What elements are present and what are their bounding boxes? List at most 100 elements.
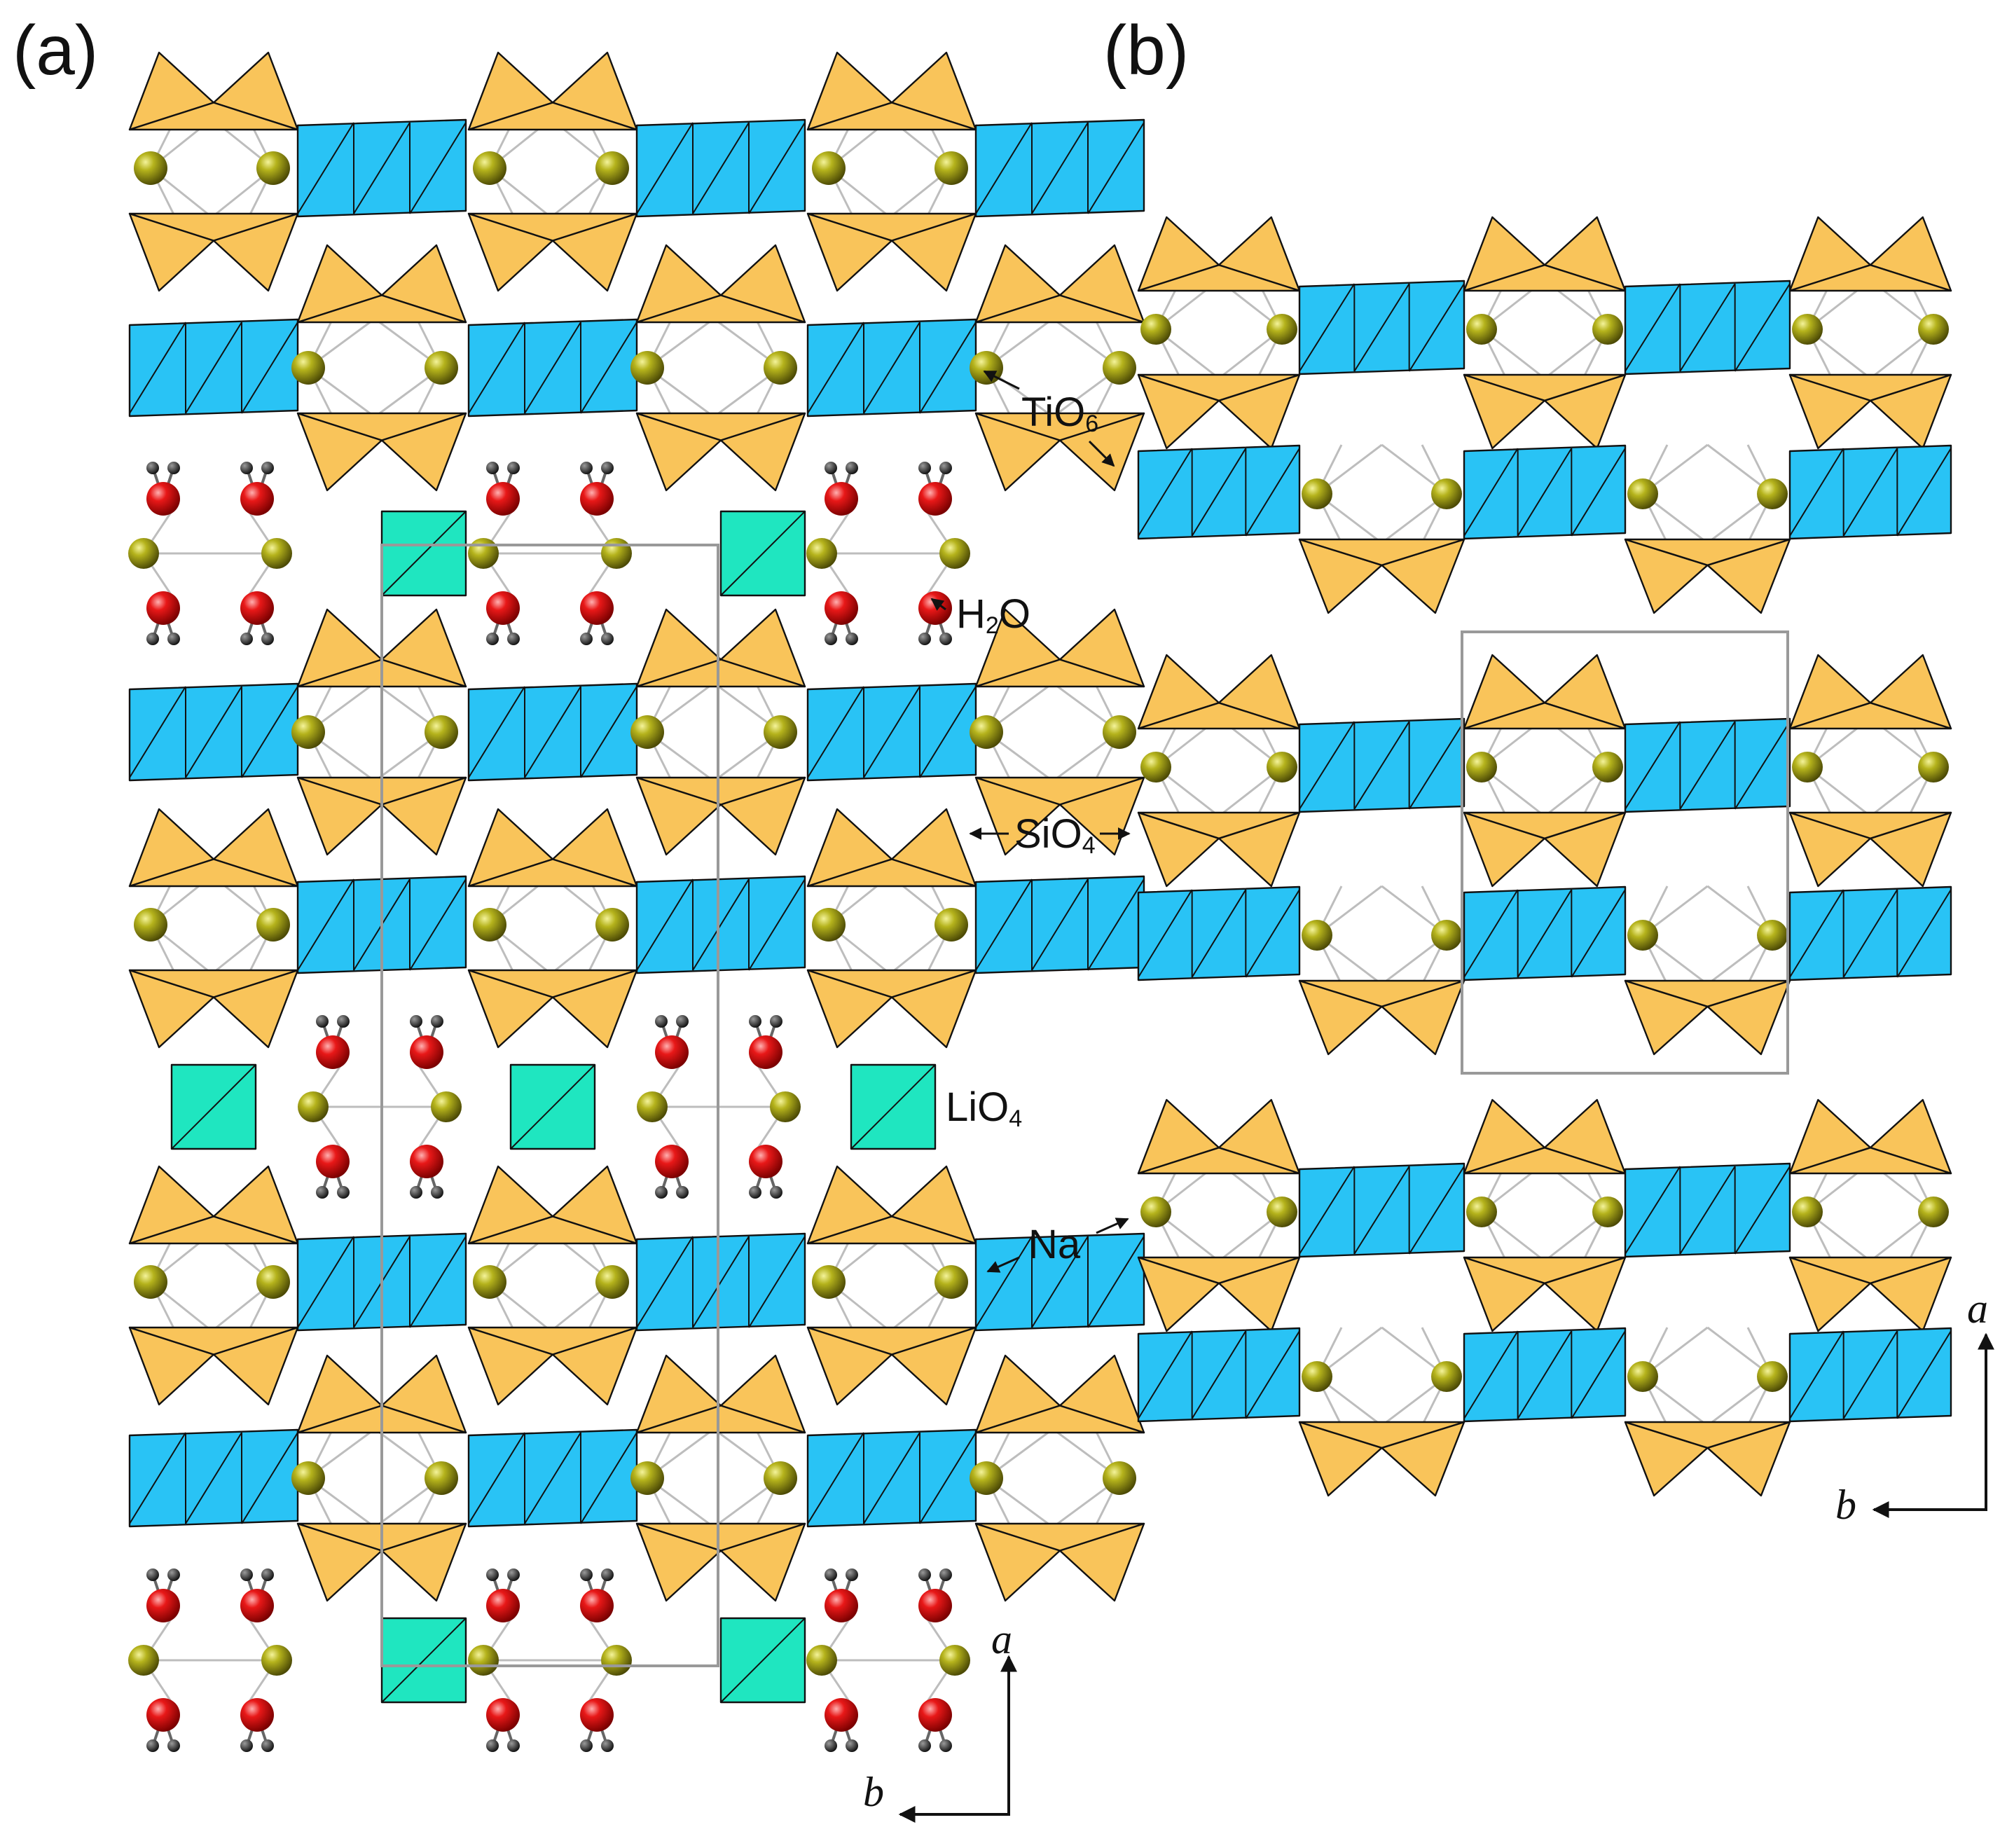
sio4-tetrahedron	[1137, 1256, 1301, 1285]
tio6-edge	[1138, 889, 1193, 978]
water-oxygen-atom	[918, 1589, 952, 1622]
tio6-edge	[129, 686, 186, 778]
hydrogen-atom	[825, 1568, 837, 1581]
tio6-edge	[1842, 1330, 1898, 1419]
annotation-arrows	[898, 370, 1994, 1823]
na-atom	[812, 908, 846, 942]
lio4-label: LiO4	[946, 1087, 1022, 1131]
water-oxygen-atom	[486, 591, 520, 625]
hydrogen-atom	[939, 462, 952, 474]
tio6-edge	[692, 122, 750, 214]
sio4-tetrahedron	[467, 969, 638, 998]
tio6-edge	[241, 686, 298, 778]
na-atom	[1918, 752, 1949, 782]
na-label: Na	[1028, 1225, 1080, 1265]
hydrogen-atom	[749, 1015, 761, 1028]
tio6-edge	[1299, 721, 1356, 810]
tio6-edge	[241, 322, 298, 414]
hydrogen-atom	[580, 1739, 593, 1752]
tio6-edge	[1517, 889, 1573, 978]
sio4-tetrahedron	[1788, 373, 1952, 401]
hydrogen-atom	[601, 633, 614, 645]
sio4-tetrahedron	[806, 1326, 977, 1356]
na-atom	[1302, 478, 1332, 509]
na-atom	[1103, 715, 1136, 749]
hydrogen-atom	[410, 1186, 422, 1199]
na-atom	[256, 908, 290, 942]
h2o-label-post: O	[998, 591, 1030, 637]
na-atom	[1918, 1197, 1949, 1227]
na-atom	[770, 1091, 801, 1122]
sio4-tetrahedron	[1137, 1147, 1301, 1175]
tio6-edge	[807, 686, 864, 778]
na-atom	[1103, 1461, 1136, 1495]
tio6-edge	[1245, 1330, 1300, 1419]
sio4-tetrahedron	[1788, 702, 1952, 730]
tio6-label: TiO6	[1021, 392, 1098, 436]
water-oxygen-atom	[918, 591, 952, 625]
tio6-edge	[1625, 283, 1681, 372]
tio6-edge	[636, 1236, 694, 1328]
na-atom	[601, 538, 632, 569]
tio6-edge	[636, 122, 694, 214]
hydrogen-atom	[167, 462, 180, 474]
na-atom	[1792, 314, 1823, 345]
axis-a-letter-b: a	[1967, 1285, 1988, 1332]
tio6-edge	[919, 686, 977, 778]
axis-a-letter-a: a	[991, 1616, 1012, 1662]
tio6-edge	[1789, 448, 1844, 537]
tio6-edge	[748, 878, 806, 971]
tio6-edge	[636, 878, 694, 971]
sio4-tetrahedron	[806, 212, 977, 242]
tio6-label-main: TiO	[1021, 389, 1086, 435]
sio4-tetrahedron	[635, 412, 806, 441]
hydrogen-atom	[749, 1186, 761, 1199]
water-oxygen-atom	[825, 591, 858, 625]
lio4-edge	[171, 1064, 256, 1150]
sio4-tetrahedron	[128, 212, 299, 242]
water-oxygen-atom	[580, 1698, 614, 1732]
na-atom	[970, 1461, 1003, 1495]
hydrogen-atom	[655, 1015, 668, 1028]
tio6-edge	[1299, 1166, 1356, 1255]
na-atom	[1267, 314, 1297, 345]
hydrogen-atom	[846, 1568, 858, 1581]
water-oxygen-atom	[316, 1145, 350, 1178]
hydrogen-atom	[486, 1739, 499, 1752]
hydrogen-atom	[146, 462, 159, 474]
hydrogen-atom	[261, 633, 274, 645]
tio6-edge	[185, 1432, 242, 1524]
tio6-edge	[1087, 122, 1145, 214]
sio4-tetrahedron	[1624, 1421, 1791, 1449]
tio6-edge	[524, 1432, 581, 1524]
tio6-edge	[353, 122, 411, 214]
water-oxygen-atom	[486, 482, 520, 516]
hydrogen-atom	[580, 1568, 593, 1581]
water-oxygen-atom	[486, 1589, 520, 1622]
sio4-tetrahedron	[128, 969, 299, 998]
sio4-tetrahedron	[974, 776, 1145, 806]
na-atom	[291, 1461, 325, 1495]
sio4-tetrahedron	[1788, 264, 1952, 292]
tio6-edge	[1031, 1236, 1089, 1328]
tio6-edge	[1245, 448, 1300, 537]
hydrogen-atom	[486, 633, 499, 645]
tio6-edge	[129, 322, 186, 414]
tio6-edge	[1353, 1166, 1410, 1255]
tio6-edge	[1087, 878, 1145, 971]
water-oxygen-atom	[410, 1035, 443, 1069]
sio4-tetrahedron	[635, 776, 806, 806]
na-atom	[473, 1265, 506, 1299]
na-atom	[425, 715, 458, 749]
tio6-edge	[1408, 1166, 1465, 1255]
panel-a-label: (a)	[13, 11, 99, 90]
na-atom	[291, 715, 325, 749]
hydrogen-atom	[146, 633, 159, 645]
tio6-edge	[241, 1432, 298, 1524]
na-atom	[1918, 314, 1949, 345]
sio4-tetrahedron	[128, 858, 299, 888]
tio6-edge	[297, 878, 354, 971]
tio6-edge	[692, 878, 750, 971]
water-oxygen-atom	[240, 1698, 274, 1732]
sio4-tetrahedron	[1788, 1256, 1952, 1285]
